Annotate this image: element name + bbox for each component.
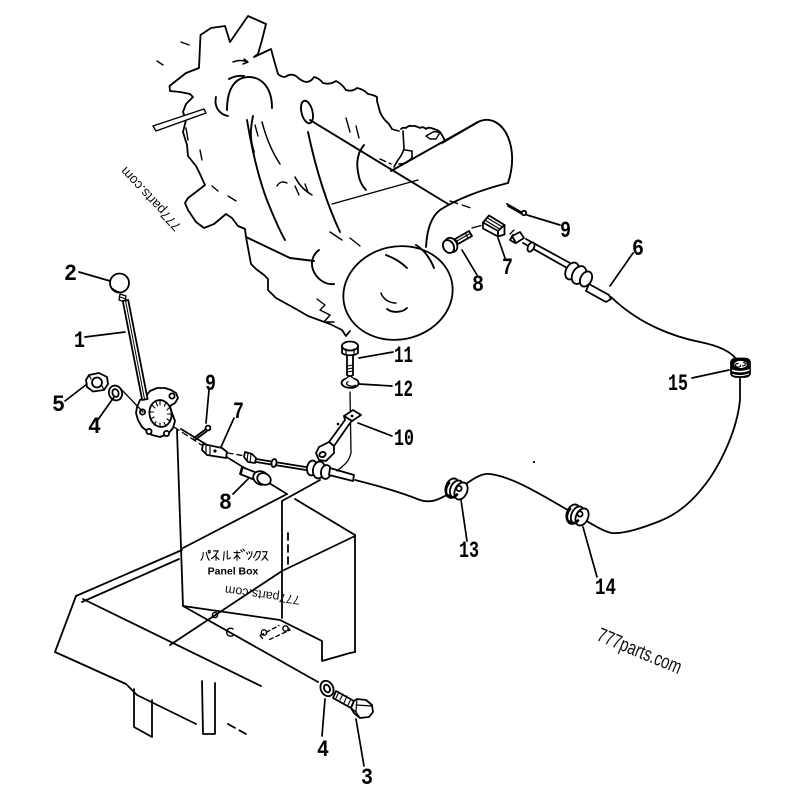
svg-text:14: 14 — [595, 575, 616, 601]
svg-text:15: 15 — [668, 371, 688, 397]
svg-text:11: 11 — [394, 343, 413, 369]
svg-text:8: 8 — [219, 490, 232, 516]
svg-text:3: 3 — [361, 765, 373, 791]
svg-text:9: 9 — [205, 371, 216, 397]
svg-text:9: 9 — [560, 218, 571, 244]
svg-text:4: 4 — [88, 414, 101, 440]
svg-text:8: 8 — [472, 272, 484, 298]
svg-text:7: 7 — [502, 255, 513, 281]
svg-text:10: 10 — [394, 426, 414, 452]
svg-text:6: 6 — [632, 236, 644, 262]
svg-text:Panel Box: Panel Box — [208, 566, 259, 578]
svg-text:2: 2 — [64, 261, 77, 287]
svg-text:7: 7 — [233, 399, 244, 425]
svg-text:13: 13 — [459, 538, 479, 564]
svg-text:4: 4 — [317, 737, 329, 763]
svg-text:1: 1 — [74, 328, 85, 354]
svg-text:12: 12 — [394, 377, 413, 403]
svg-text:5: 5 — [52, 392, 65, 418]
